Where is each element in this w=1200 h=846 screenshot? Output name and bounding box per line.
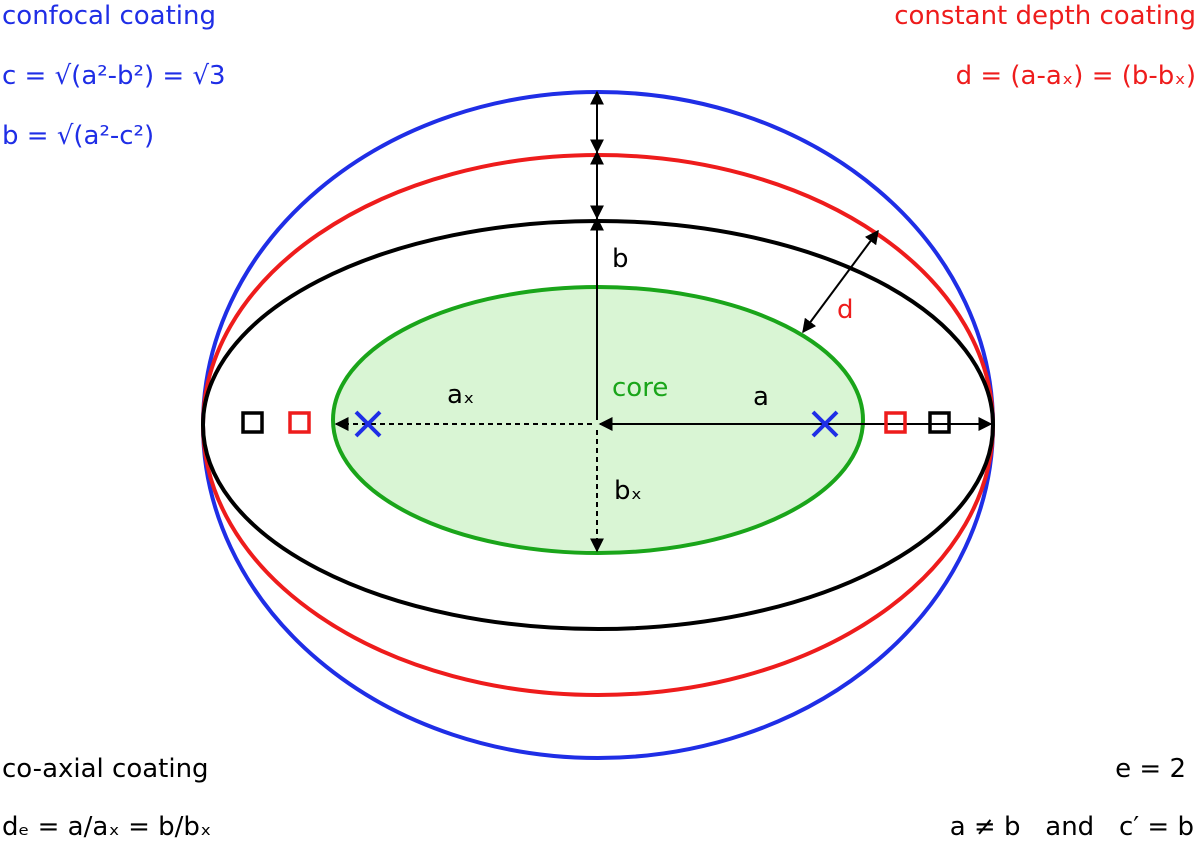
x-cross-icon <box>811 410 839 438</box>
label-a: a <box>753 382 769 412</box>
confocal-eq-b: b = √(a²-c²) <box>2 121 154 151</box>
constant-depth-title: constant depth coating <box>894 1 1196 31</box>
square-icon <box>884 411 907 434</box>
label-d: d <box>837 295 854 325</box>
square-icon <box>288 411 311 434</box>
axes-relation-eq: a ≠ b and c′ = b <box>950 812 1194 842</box>
constant-depth-eq: d = (a-aₓ) = (b-bₓ) <box>956 61 1196 91</box>
coaxial-title: co-axial coating <box>2 754 209 784</box>
confocal-eq-c: c = √(a²-b²) = √3 <box>2 61 226 91</box>
x-cross-icon <box>354 410 382 438</box>
coaxial-eq: dₑ = a/aₓ = b/bₓ <box>2 812 211 842</box>
label-ac: aₓ <box>447 380 474 410</box>
label-core: core <box>612 373 668 403</box>
square-icon <box>241 411 264 434</box>
label-b: b <box>612 244 629 274</box>
d-depth-arrow <box>802 229 879 334</box>
eccentricity-eq: e = 2 <box>1115 754 1186 784</box>
confocal-title: confocal coating <box>2 1 216 31</box>
label-bc: bₓ <box>614 476 642 506</box>
square-icon <box>928 411 951 434</box>
